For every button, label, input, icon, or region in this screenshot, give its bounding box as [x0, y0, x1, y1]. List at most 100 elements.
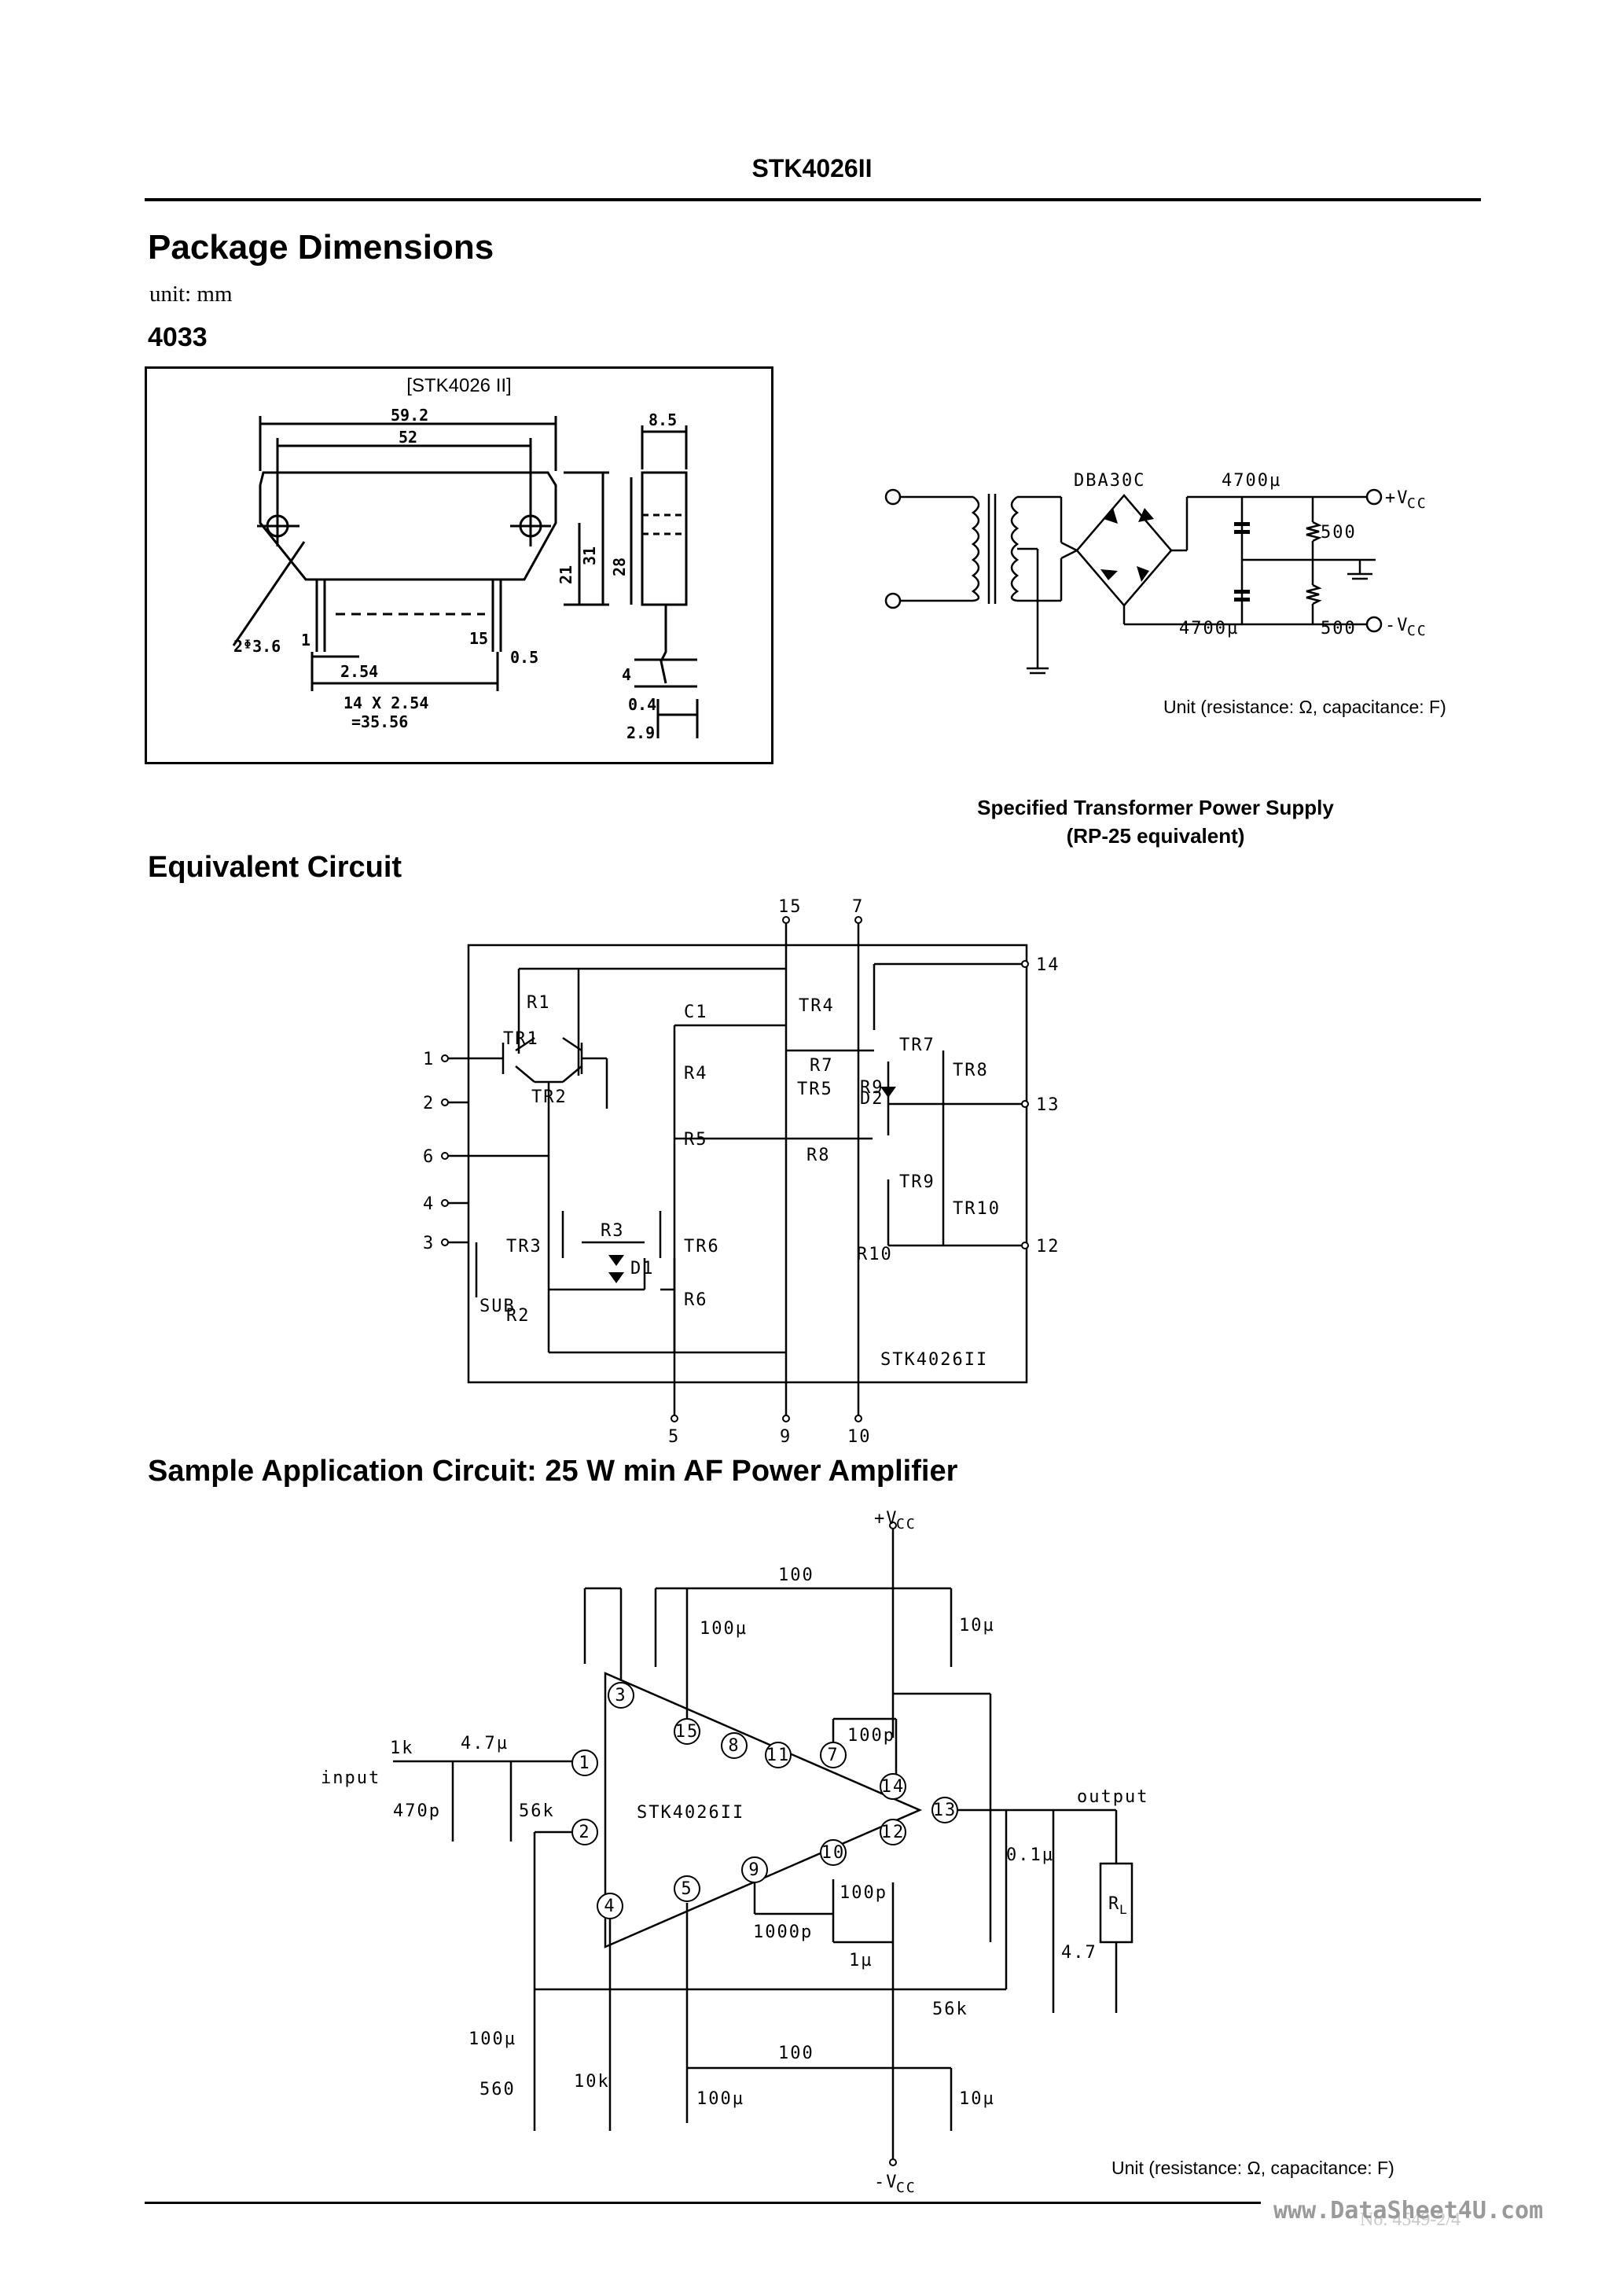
- package-outline-drawing: 59.2 52 8.5 31 21 28 2ᶲ3.6 1 15 0.5 2.54…: [232, 406, 699, 742]
- dim-21: 21: [557, 565, 575, 584]
- ps-vcc-neg: -V: [1385, 616, 1409, 635]
- dim-hole: 2ᶲ3.6: [233, 637, 281, 656]
- watermark: www.DataSheet4U.com: [1273, 2197, 1544, 2224]
- app-vcc-neg-sub: CC: [896, 2180, 917, 2194]
- power-supply-schematic: DBA30C 4700µ 4700µ 500 500 +V CC -V CC: [884, 471, 1426, 675]
- eq-tr9: TR9: [899, 1172, 935, 1192]
- app-pin-13: 13: [933, 1801, 957, 1820]
- app-pin-4: 4: [604, 1897, 615, 1916]
- app-pin-2: 2: [579, 1823, 590, 1842]
- eq-r3: R3: [601, 1221, 625, 1241]
- app-c-out: 0.1µ: [1006, 1845, 1054, 1865]
- eq-tr7: TR7: [899, 1036, 935, 1055]
- dim-lead-t: 0.4: [628, 695, 656, 714]
- app-r-fb-gnd: 560: [479, 2080, 516, 2099]
- dim-pin-width: 0.5: [510, 648, 538, 667]
- eq-r2: R2: [506, 1306, 531, 1326]
- eq-d1: D1: [630, 1259, 655, 1279]
- ps-res-bottom: 500: [1321, 619, 1357, 638]
- app-output-label: output: [1077, 1787, 1148, 1807]
- app-c-bottom-left: 100µ: [696, 2089, 744, 2109]
- eq-pin-3: 3: [423, 1234, 435, 1253]
- app-pin-10: 10: [821, 1843, 846, 1863]
- dim-59-2: 59.2: [391, 406, 428, 425]
- dim-lead: 4: [622, 665, 631, 684]
- eq-r4: R4: [684, 1064, 708, 1084]
- eq-pin-5: 5: [668, 1427, 680, 1447]
- app-c-9-10-c: 1µ: [849, 1951, 873, 1970]
- unit-label: unit: mm: [149, 281, 233, 307]
- app-r-out: 4.7: [1061, 1943, 1097, 1963]
- app-ic-label: STK4026II: [637, 1803, 744, 1823]
- app-pin-7: 7: [827, 1746, 839, 1765]
- app-r-fb: 56k: [932, 2000, 968, 2019]
- app-r-bottom: 100: [778, 2044, 814, 2063]
- package-code: 4033: [148, 322, 208, 352]
- dim-52: 52: [399, 428, 417, 447]
- eq-pin-14: 14: [1036, 955, 1060, 975]
- app-c-7-14: 100p: [847, 1726, 895, 1746]
- package-drawing-frame: [STK4026 II]: [145, 366, 773, 764]
- app-c-in: 4.7µ: [461, 1734, 509, 1753]
- app-pin-9: 9: [748, 1860, 760, 1880]
- eq-tr6: TR6: [684, 1237, 720, 1257]
- app-c-fb: 100µ: [468, 2029, 516, 2049]
- app-r-4: 10k: [574, 2072, 610, 2092]
- ps-caption-line1: Specified Transformer Power Supply: [977, 796, 1334, 819]
- app-c-in-shunt: 470p: [393, 1801, 441, 1821]
- dim-28: 28: [610, 557, 629, 576]
- eq-pin-2: 2: [423, 1094, 435, 1113]
- dim-span-total: =35.56: [351, 712, 408, 731]
- app-c-top-left: 100µ: [700, 1619, 748, 1639]
- ps-cap-bottom: 4700µ: [1179, 619, 1239, 638]
- app-vcc-neg: -V: [874, 2173, 898, 2192]
- app-vcc-pos: +V: [874, 1509, 898, 1529]
- app-pin-14: 14: [881, 1777, 906, 1797]
- app-pin-11: 11: [766, 1746, 791, 1765]
- dim-8-5: 8.5: [648, 410, 677, 429]
- eq-r8: R8: [806, 1146, 831, 1165]
- app-input-label: input: [321, 1768, 380, 1788]
- app-c-9-10-b: 1000p: [753, 1923, 813, 1942]
- application-circuit-schematic: 1 2 3 4 5 7 8 9 10 11 12 13 14 15 STK402…: [321, 1509, 1148, 2194]
- app-unit-note: Unit (resistance: Ω, capacitance: F): [1111, 2158, 1394, 2178]
- section-title-package-dimensions: Package Dimensions: [148, 228, 494, 267]
- dim-span: 14 X 2.54: [344, 694, 428, 712]
- ps-unit-note: Unit (resistance: Ω, capacitance: F): [1163, 697, 1446, 717]
- app-pin-3: 3: [615, 1686, 626, 1705]
- eq-r5: R5: [684, 1130, 708, 1150]
- eq-c1: C1: [684, 1003, 708, 1022]
- ps-diode-label: DBA30C: [1074, 471, 1145, 491]
- eq-tr4: TR4: [799, 996, 835, 1016]
- eq-pin-4: 4: [423, 1194, 435, 1214]
- equivalent-circuit-schematic: 15 7 5 9 10 1 2 6 4 3 14 13 12 TR1 TR2 T…: [423, 897, 1060, 1447]
- eq-r6: R6: [684, 1290, 708, 1310]
- eq-pin-13: 13: [1036, 1095, 1060, 1115]
- eq-pin-7: 7: [852, 897, 864, 917]
- app-r-top: 100: [778, 1566, 814, 1585]
- ps-cap-top: 4700µ: [1222, 471, 1281, 491]
- eq-sub: SUB: [479, 1297, 516, 1316]
- section-title-application-circuit: Sample Application Circuit: 25 W min AF …: [148, 1455, 958, 1488]
- eq-tr3: TR3: [506, 1237, 542, 1257]
- eq-pin-6: 6: [423, 1147, 435, 1167]
- page-header-part-number: STK4026II: [751, 154, 873, 182]
- dim-pin-1: 1: [301, 631, 310, 649]
- eq-r10: R10: [857, 1245, 893, 1264]
- app-pin-12: 12: [881, 1823, 906, 1842]
- app-r-in-shunt: 56k: [519, 1801, 555, 1821]
- app-c-top-right: 10µ: [959, 1616, 995, 1636]
- dim-31: 31: [580, 546, 599, 565]
- eq-tr2: TR2: [531, 1087, 568, 1107]
- app-vcc-pos-sub: CC: [896, 1516, 917, 1533]
- ps-vcc-pos: +V: [1385, 488, 1409, 508]
- app-load-sub: L: [1119, 1902, 1129, 1917]
- app-c-9-10-a: 100p: [840, 1883, 887, 1903]
- eq-d2: D2: [860, 1089, 884, 1109]
- eq-r1: R1: [527, 993, 551, 1013]
- eq-tr5: TR5: [797, 1080, 833, 1099]
- app-pin-8: 8: [728, 1736, 740, 1756]
- package-figure-label: [STK4026 II]: [406, 375, 512, 396]
- dim-pitch: 2.54: [340, 662, 378, 681]
- ps-caption-line2: (RP-25 equivalent): [1066, 824, 1245, 848]
